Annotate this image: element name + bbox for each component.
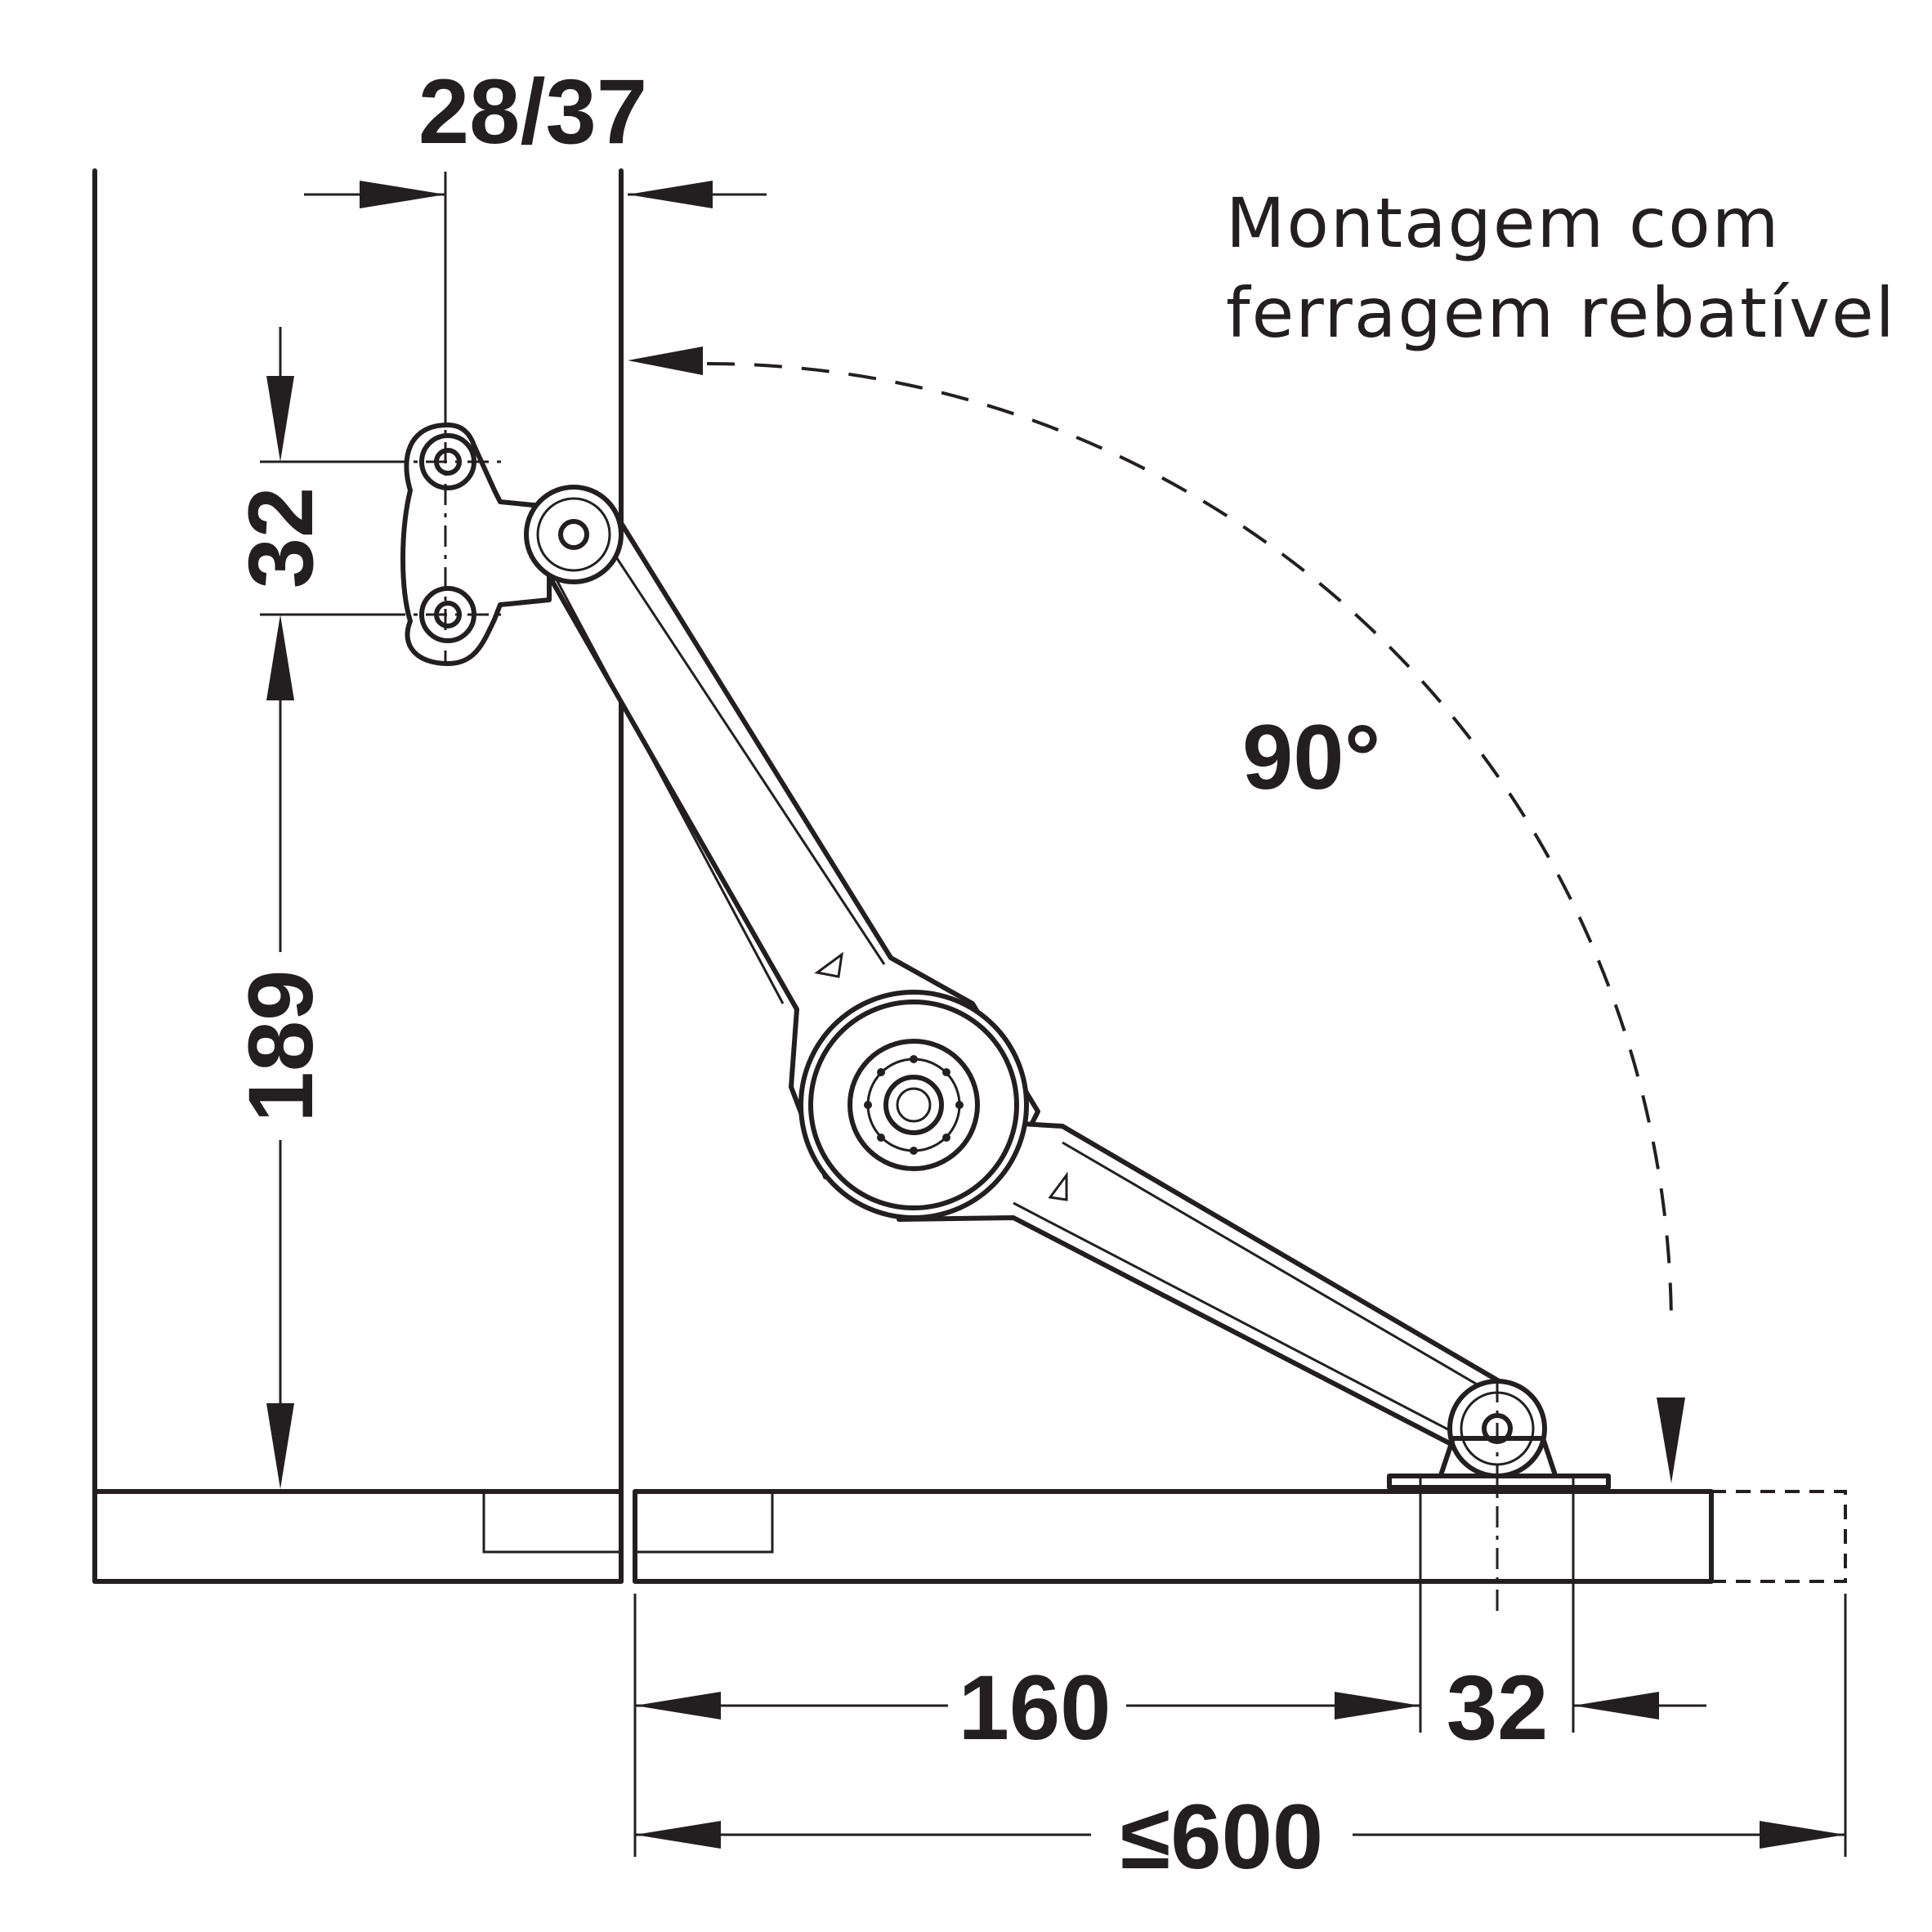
angle-label: 90° (1242, 706, 1380, 808)
upper-pivot-pin (558, 519, 589, 550)
shelf-inlay-left (482, 1490, 623, 1554)
arrow-189-bottom (266, 1403, 294, 1489)
spring-housing (798, 990, 1029, 1220)
flap-inlay (633, 1490, 774, 1554)
lower-arm-edge-bottom (1013, 1201, 1482, 1448)
spring-housing-ring (808, 1000, 1019, 1210)
adjustment-wheel (847, 1039, 980, 1171)
lower-arm-edge-top (1062, 1141, 1514, 1407)
lift-arm (524, 485, 1611, 1490)
dimension-label-horizontal-offset: 160 (959, 1657, 1111, 1759)
center-lines (384, 400, 1499, 1614)
upper-pivot-ring (536, 497, 611, 572)
upper-pivot (524, 485, 624, 584)
arrow-28-37-left (360, 181, 445, 208)
dimension-height: 189 (230, 700, 332, 1489)
dimension-horizontal: 160 32 ≤600 (633, 1478, 1847, 1888)
arm-mark-lower (1048, 1171, 1068, 1201)
dimension-label-horizontal-hole-spacing: 32 (1447, 1657, 1549, 1759)
adjustment-teeth (864, 1055, 964, 1155)
note-line-2: ferragem rebatível (1226, 273, 1896, 353)
note-line-1: Montagem com (1226, 183, 1780, 263)
dimension-vertical-hole-spacing: 32 (230, 327, 384, 700)
dimension-label-max-depth: ≤600 (1120, 1786, 1323, 1888)
arm-mark-upper (814, 951, 844, 978)
upper-arm-edge-left (551, 571, 785, 1004)
arrow-160-left (635, 1692, 721, 1720)
dimension-label-vertical-hole-spacing: 32 (230, 487, 332, 589)
swing-arc-arrow-top (628, 347, 703, 375)
swing-arc (628, 347, 1685, 1483)
cabinet-bottom-shelf (92, 1489, 624, 1584)
arrow-32-right (1573, 1692, 1659, 1720)
flap-extension-dashed (1711, 1490, 1847, 1583)
upper-arm-edge-right (607, 545, 886, 965)
dimension-top-offset: 28/37 (304, 60, 767, 425)
arrow-600-left (635, 1821, 721, 1849)
mounting-note: Montagem com ferragem rebatível (1226, 183, 1896, 353)
dimension-label-top-offset: 28/37 (418, 60, 647, 163)
arrow-28-37-right (628, 181, 713, 208)
arrow-160-right (1335, 1692, 1420, 1720)
dimension-label-height: 189 (230, 970, 332, 1123)
arrow-32-top (266, 376, 294, 462)
swing-arc-arrow-bottom (1657, 1398, 1685, 1483)
adjustment-screw (883, 1075, 944, 1135)
flap-bracket-base (1387, 1474, 1611, 1490)
arrow-32-bottom (266, 615, 294, 700)
adjustment-screw-center (896, 1087, 932, 1123)
arrow-600-right (1760, 1821, 1845, 1849)
flap-panel (633, 1489, 1714, 1584)
cabinet-structure (92, 168, 1847, 1584)
